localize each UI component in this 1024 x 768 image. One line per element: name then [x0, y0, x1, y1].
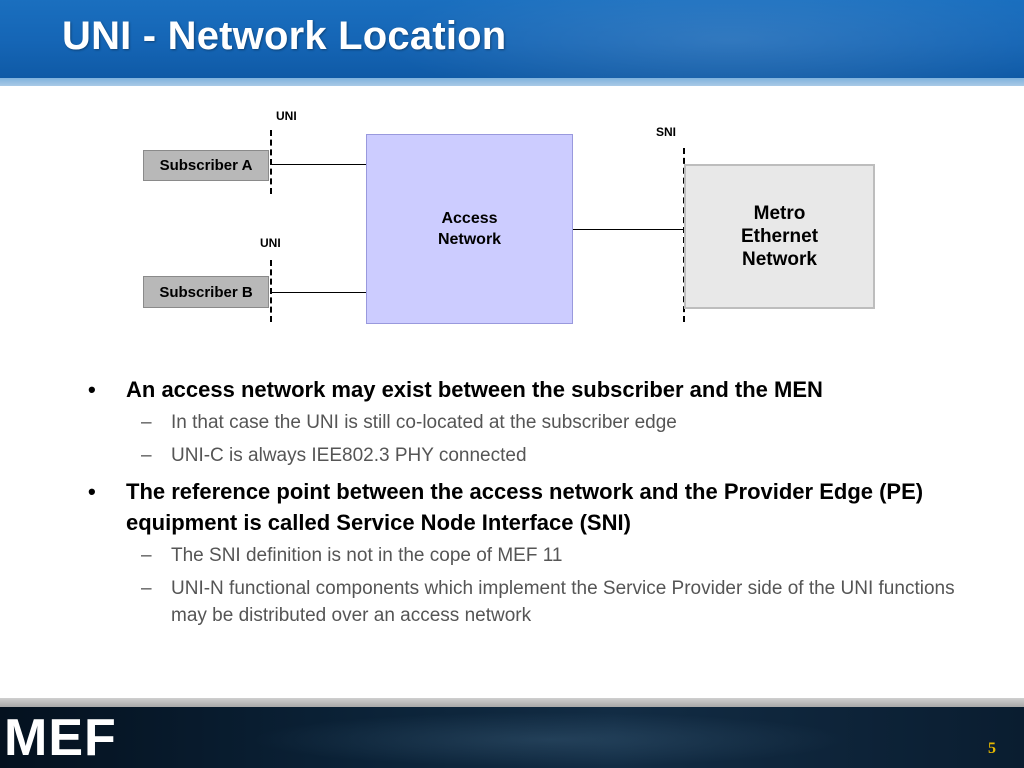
page-number: 5 — [988, 740, 996, 757]
uni-bottom-label: UNI — [260, 236, 281, 250]
bullet-1: An access network may exist between the … — [126, 377, 823, 402]
uni-top-label: UNI — [276, 109, 297, 123]
connector-access-metro — [573, 229, 684, 230]
connector-b — [270, 292, 366, 293]
footer-bar: MEF 5 — [0, 707, 1024, 768]
header-divider — [0, 78, 1024, 86]
uni-bottom-divider — [270, 260, 272, 322]
metro-line3: Network — [742, 249, 817, 270]
subscriber-b-label: Subscriber B — [159, 283, 253, 301]
sub-bullet-1-1: In that case the UNI is still co-located… — [171, 412, 677, 433]
dash-marker: – — [141, 445, 152, 466]
metro-line2: Ethernet — [740, 226, 819, 247]
sni-label: SNI — [656, 125, 677, 139]
sub-bullet-2-2: UNI-N functional components which implem… — [171, 578, 955, 626]
dash-marker: – — [141, 412, 152, 433]
metro-ethernet-network-box: Metro Ethernet Network — [684, 164, 875, 309]
bullet-marker: • — [88, 377, 96, 402]
subscriber-a-label: Subscriber A — [159, 157, 253, 174]
mef-logo: MEF — [4, 709, 117, 767]
sub-bullet-2-1: The SNI definition is not in the cope of… — [171, 545, 563, 566]
footer-divider — [0, 698, 1024, 707]
network-diagram: UNI SNI UNI Subscriber A Subscriber B Ac… — [0, 100, 1024, 340]
sub-bullet-1-2: UNI-C is always IEE802.3 PHY connected — [171, 445, 527, 466]
title-bar: UNI - Network Location — [0, 0, 1024, 78]
access-network-line2: Network — [437, 231, 502, 248]
metro-line1: Metro — [753, 203, 806, 224]
access-network-box: Access Network — [366, 134, 573, 324]
uni-top-divider — [270, 130, 272, 194]
bullet-2: The reference point between the access n… — [126, 479, 924, 535]
subscriber-b-box: Subscriber B — [143, 276, 269, 308]
connector-a — [270, 164, 366, 165]
slide-title: UNI - Network Location — [62, 14, 507, 58]
dash-marker: – — [141, 578, 152, 599]
access-network-line1: Access — [441, 210, 498, 227]
bullet-marker: • — [88, 479, 96, 504]
subscriber-a-box: Subscriber A — [143, 150, 269, 181]
dash-marker: – — [141, 545, 152, 566]
